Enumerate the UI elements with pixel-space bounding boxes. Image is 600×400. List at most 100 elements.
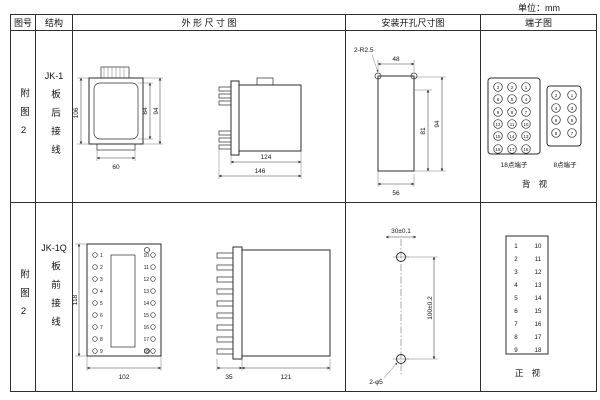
row1-model: JK-1 [44,71,64,81]
t18-num: 18 [496,147,501,152]
t18-num: 13 [524,134,529,139]
row2-outline-drawing: 1 2 3 4 5 6 7 8 9 10 11 12 13 14 15 16 1 [73,243,331,381]
term-num: 6 [514,308,518,315]
fv-num: 18 [143,349,149,355]
dim-84: 84 [142,107,149,115]
dim-48: 48 [392,56,400,63]
unit-label: 单位：mm [518,3,560,13]
relay-front-view: 1 2 3 4 5 6 7 8 9 10 11 12 13 14 15 16 1 [86,243,162,357]
terminal-number-block: 1 2 3 4 5 6 7 8 9 10 11 12 13 14 15 16 1 [505,235,549,355]
term-num: 8 [514,334,518,341]
term-num: 11 [535,256,542,263]
row1-fig-no-cell: 附图2 [11,31,36,203]
t18-num: 3 [497,85,500,90]
row1-terminal-drawing: 3 2 1 6 5 4 9 8 7 12 11 10 15 14 13 18 1 [487,77,582,189]
row2-view-label: 正 视 [515,368,543,378]
dim-146: 146 [255,168,266,175]
relay-front-view [88,66,144,151]
t18-num: 9 [497,110,500,115]
term-num: 4 [514,282,518,289]
label-18pt: 18点端子 [501,160,528,169]
fv-num: 10 [143,253,149,259]
row1-outline-cell: 106 84 94 60 [73,31,346,203]
fv-num: 4 [100,289,103,295]
fv-num: 17 [143,337,149,343]
dim-100: 100±0.2 [427,296,434,320]
term-num: 12 [535,269,542,276]
t8-num: 7 [571,131,574,136]
spec-table: 图号 结构 外 形 尺 寸 图 安装开孔尺寸图 端子图 附图2 JK-1 板后接… [10,14,597,392]
fv-num: 5 [100,301,103,307]
t8-num: 2 [555,93,558,98]
term-num: 17 [535,334,542,341]
row2-fig-no-cell: 附图2 [11,203,36,391]
t18-num: 6 [497,97,500,102]
fv-num: 8 [100,337,103,343]
cutout-dimensions: 2-R2.5 48 81 94 5 [354,47,446,197]
row1-wiring: 板后接线 [49,89,60,163]
term-num: 2 [514,256,518,263]
fv-num: 15 [143,313,149,319]
row1-structure-cell: JK-1 板后接线 [36,31,73,203]
dim-81: 81 [420,127,427,135]
row2-wiring: 板前接线 [49,261,60,335]
cutout-outline [374,72,418,172]
row2-mounting-cell: 30±0.1 100±0.2 2-φ5 [346,203,481,391]
t18-num: 2 [511,85,514,90]
t8-num: 8 [555,131,558,136]
dim-102: 102 [119,374,130,381]
fv-num: 6 [100,313,103,319]
header-structure: 结构 [36,15,73,31]
term-num: 14 [535,295,542,302]
term-num: 18 [535,347,542,354]
t18-num: 12 [496,122,501,127]
t8-num: 1 [571,93,574,98]
term-num: 3 [514,269,518,276]
row1-fig-no: 附图2 [18,88,29,145]
row1-terminal-cell: 3 2 1 6 5 4 9 8 7 12 11 10 15 14 13 18 1 [481,31,596,203]
hole-layout [393,239,409,375]
dim-56: 56 [392,190,400,197]
fv-num: 1 [100,253,103,259]
row2-fig-no: 附图2 [18,268,29,326]
term-num: 10 [535,243,542,250]
header-fig-no: 图号 [11,15,36,31]
row2-outline-cell: 1 2 3 4 5 6 7 8 9 10 11 12 13 14 15 16 1 [73,203,346,391]
row1-view-label: 背 视 [522,179,550,189]
term-num: 1 [514,243,518,250]
t18-num: 5 [511,97,514,102]
fv-num: 3 [100,277,103,283]
hole-dimensions: 30±0.1 100±0.2 2-φ5 [369,228,438,386]
fv-num: 16 [143,325,149,331]
fv-num: 12 [143,277,149,283]
fv-num: 14 [143,301,149,307]
radius-note: 2-R2.5 [354,47,374,54]
row1-mounting-drawing: 2-R2.5 48 81 94 5 [354,47,446,197]
header-mounting: 安装开孔尺寸图 [346,15,481,31]
terminal-8pt-block: 2 1 4 3 6 5 8 7 [546,85,582,147]
row2-terminal-drawing: 1 2 3 4 5 6 7 8 9 10 11 12 13 14 15 16 1 [505,235,549,378]
t18-num: 7 [525,110,528,115]
term-num: 15 [535,308,542,315]
fv-num: 9 [100,349,103,355]
dim-121: 121 [281,374,292,381]
term-num: 16 [535,321,542,328]
dim-118: 118 [73,294,79,305]
row2-structure-cell: JK-1Q 板前接线 [36,203,73,391]
t18-num: 1 [525,85,528,90]
dim-94b: 94 [434,120,441,128]
t8-num: 3 [571,106,574,111]
terminal-18pt-block: 3 2 1 6 5 4 9 8 7 12 11 10 15 14 13 18 1 [487,77,541,155]
row1-mounting-cell: 2-R2.5 48 81 94 5 [346,31,481,203]
fv-num: 7 [100,325,103,331]
front-view-dimensions: 106 84 94 60 [73,77,163,171]
term-num: 13 [535,282,542,289]
dim-30: 30±0.1 [391,228,411,235]
fv-num: 11 [144,265,149,271]
t18-num: 4 [525,97,528,102]
side-view-dimensions: 35 121 [216,359,331,381]
relay-side-view [216,246,331,360]
fv-num: 13 [143,289,149,295]
row1-outline-drawing: 106 84 94 60 [73,66,302,179]
t18-num: 16 [524,147,529,152]
